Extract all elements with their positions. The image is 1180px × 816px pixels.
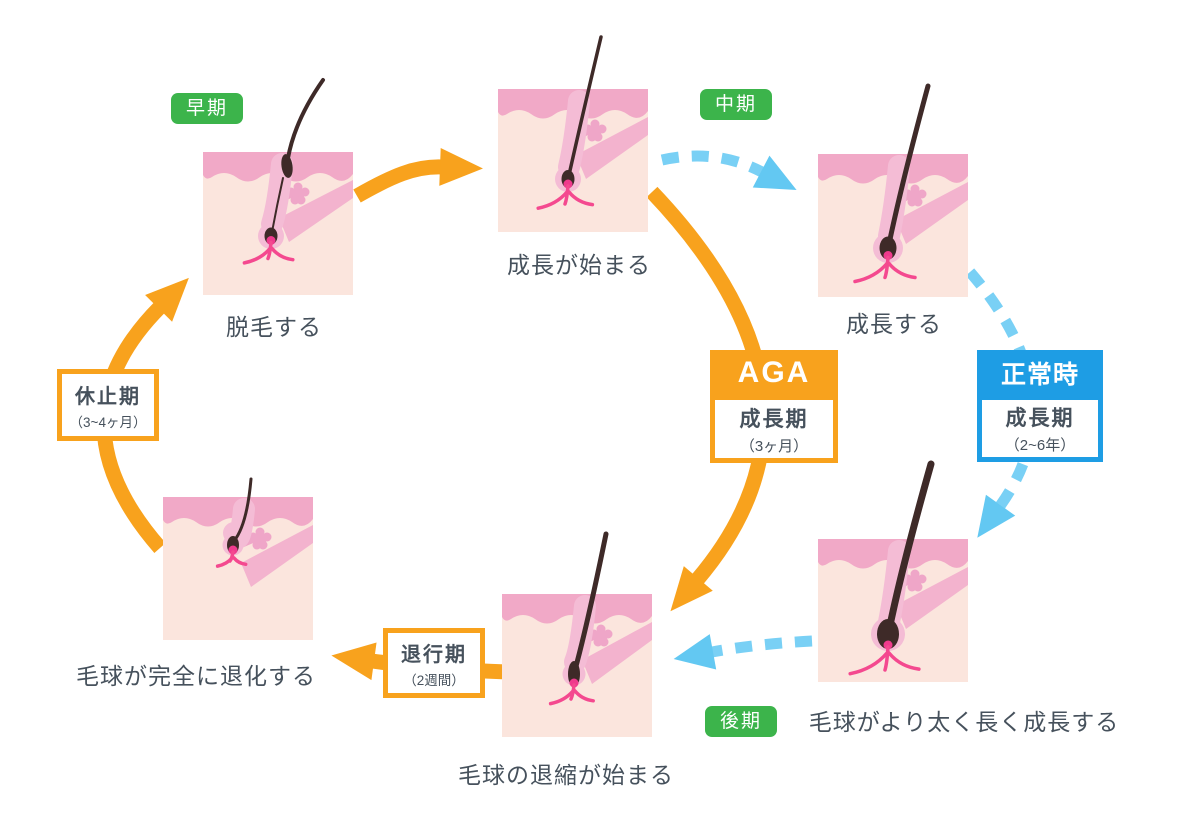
catagen-box: 退行期 （2週間） — [383, 628, 485, 698]
telogen-box: 休止期 （3~4ヶ月） — [57, 369, 159, 441]
badge-early-phase: 早期 — [171, 93, 244, 124]
aga-callout-title: AGA — [710, 350, 838, 395]
normal-callout-title: 正常時 — [977, 350, 1103, 395]
arrow-shed-to-growth — [353, 147, 483, 203]
arrow-normal-growth-curve — [965, 268, 1039, 538]
follicle-illustration-growing — [818, 77, 968, 297]
telogen-phase-duration: （3~4ヶ月） — [69, 414, 147, 430]
badge-late-phase: 後期 — [705, 706, 778, 737]
follicle-illustration-bulb-thickens — [818, 460, 968, 682]
follicle-illustration-shedding — [203, 75, 353, 295]
stage-label-fully-degenerated: 毛球が完全に退化する — [76, 663, 316, 689]
stage-label-shedding: 脱毛する — [226, 314, 322, 340]
telogen-phase-name: 休止期 — [75, 385, 141, 408]
follicle-illustration-fully-degenerated — [163, 420, 313, 640]
normal-callout: 正常時 成長期 （2~6年） — [977, 350, 1103, 462]
aga-phase-duration: （3ヶ月） — [739, 437, 809, 455]
stage-label-growth-begins: 成長が始まる — [507, 252, 651, 278]
arrow-normal-late — [673, 634, 813, 670]
follicle-illustration-growth-begins — [498, 12, 648, 232]
aga-phase-name: 成長期 — [739, 407, 809, 431]
stage-label-growing: 成長する — [846, 311, 942, 337]
arrow-normal-mid — [660, 150, 797, 191]
normal-phase-duration: （2~6年） — [1004, 437, 1076, 454]
catagen-phase-name: 退行期 — [401, 643, 467, 666]
stage-label-regression-begins: 毛球の退縮が始まる — [458, 762, 674, 788]
stage-label-bulb-thickens: 毛球がより太く長く成長する — [808, 709, 1120, 735]
badge-middle-phase: 中期 — [700, 89, 773, 120]
aga-callout: AGA 成長期 （3ヶ月） — [710, 350, 838, 463]
catagen-phase-duration: （2週間） — [403, 672, 465, 688]
follicle-illustration-regression-begins — [502, 517, 652, 737]
normal-phase-name: 成長期 — [1005, 407, 1075, 430]
